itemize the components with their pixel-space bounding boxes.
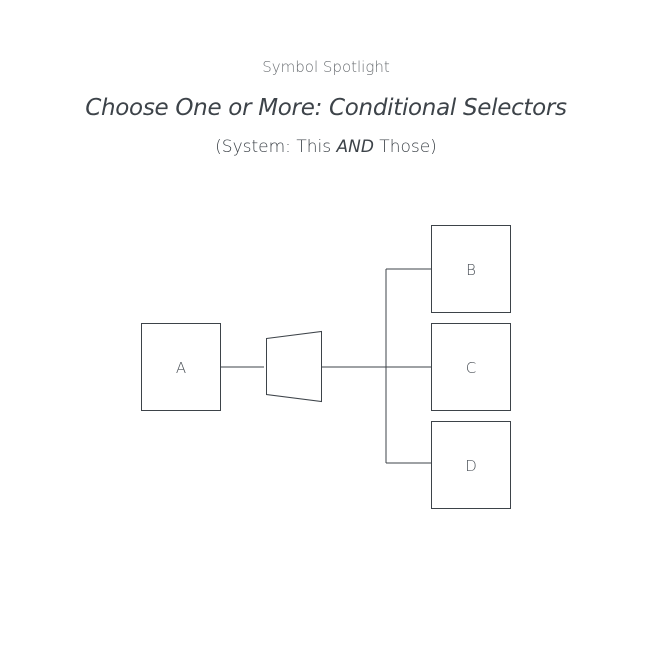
box-b <box>431 225 511 313</box>
subtitle-open: (System: This <box>215 137 337 157</box>
page-title: Choose One or More: Conditional Selector… <box>85 95 567 121</box>
subtitle-emphasis: AND <box>336 137 374 157</box>
subtitle-close: Those) <box>373 137 437 157</box>
box-c <box>431 323 511 411</box>
page-subtitle: (System: This AND Those) <box>0 137 652 157</box>
box-a-label: A <box>176 359 186 377</box>
box-b-label: B <box>466 261 476 279</box>
box-d <box>431 421 511 509</box>
conditional-selector-symbol <box>266 330 322 403</box>
box-a <box>141 323 221 411</box>
box-d-label: D <box>465 457 477 475</box>
box-c-label: C <box>466 359 476 377</box>
kicker-text: Symbol Spotlight <box>262 58 390 76</box>
